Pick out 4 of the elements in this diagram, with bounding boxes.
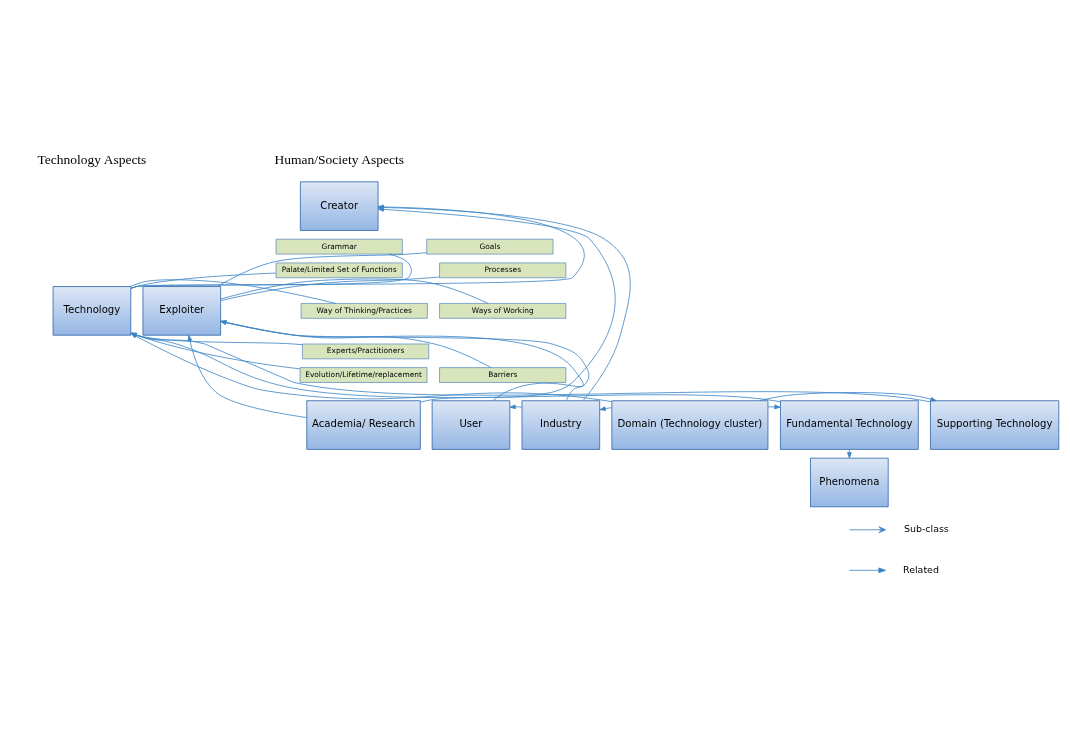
label: Human/Society Aspects [274,152,404,168]
legend-label: Related [903,563,939,575]
legend-label: Sub-class [903,523,949,535]
label: Technology Aspects [37,152,147,168]
